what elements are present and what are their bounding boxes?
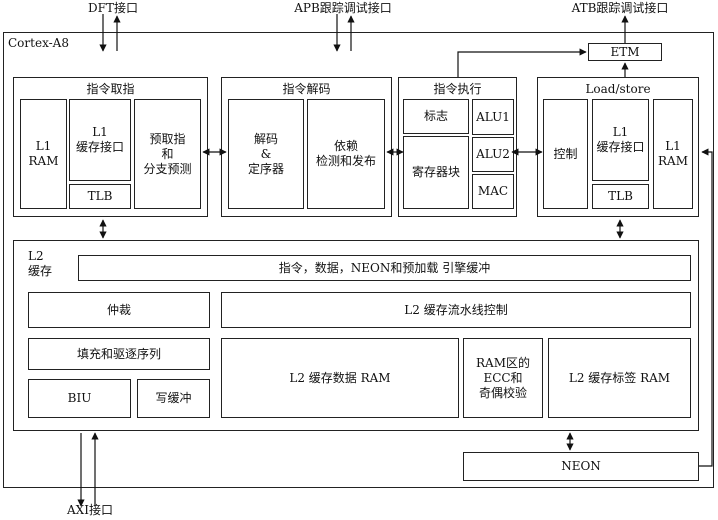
- l2-fill-evict-sequence: 填充和驱逐序列: [28, 338, 210, 370]
- fetch-l1-ram: L1 RAM: [20, 99, 67, 209]
- l2-pipeline-control: L2 缓存流水线控制: [221, 292, 691, 328]
- decode-title: 指令解码: [282, 82, 331, 96]
- prefetch-branch-predict: 预取指 和 分支预测: [134, 99, 201, 209]
- write-buffer: 写缓冲: [137, 379, 210, 418]
- cortex-a8-title: Cortex-A8: [8, 36, 69, 50]
- l2-arbiter: 仲裁: [28, 292, 210, 328]
- loadstore-title: Load/store: [585, 82, 651, 96]
- fetch-l1-cache-interface: L1 缓存接口: [69, 99, 131, 181]
- alu1-block: ALU1: [472, 99, 514, 135]
- neon-block: NEON: [463, 452, 699, 481]
- l2-tag-ram: L2 缓存标签 RAM: [548, 338, 691, 418]
- l2-ecc-parity: RAM区的 ECC和 奇偶校验: [463, 338, 543, 418]
- neon-to-loadstore-arrow: [699, 148, 713, 467]
- flags-block: 标志: [403, 99, 469, 134]
- loadstore-control: 控制: [543, 99, 588, 209]
- dft-port-label: DFT接口: [88, 1, 138, 15]
- execute-title: 指令执行: [433, 82, 482, 96]
- execute-to-etm-arrow: [457, 48, 587, 77]
- dependency-check-issue: 依赖 检测和发布: [307, 99, 385, 209]
- mac-block: MAC: [472, 174, 514, 209]
- l2-title: L2 缓存: [28, 249, 53, 278]
- apb-port-label: APB跟踪调试接口: [294, 1, 392, 15]
- register-file: 寄存器块: [403, 136, 469, 209]
- loadstore-l1-ram: L1 RAM: [653, 99, 693, 209]
- etm-block: ETM: [588, 43, 662, 61]
- fetch-tlb: TLB: [69, 184, 131, 209]
- l2-engine-buffer: 指令，数据，NEON和预加载 引擎缓冲: [78, 255, 691, 281]
- loadstore-l1-cache-interface: L1 缓存接口: [592, 99, 649, 181]
- l2-data-ram: L2 缓存数据 RAM: [221, 338, 459, 418]
- decoder-sequencer: 解码 & 定序器: [228, 99, 304, 209]
- biu-block: BIU: [28, 379, 131, 418]
- atb-port-label: ATB跟踪调试接口: [571, 1, 669, 15]
- fetch-title: 指令取指: [86, 82, 135, 96]
- loadstore-tlb: TLB: [592, 184, 649, 209]
